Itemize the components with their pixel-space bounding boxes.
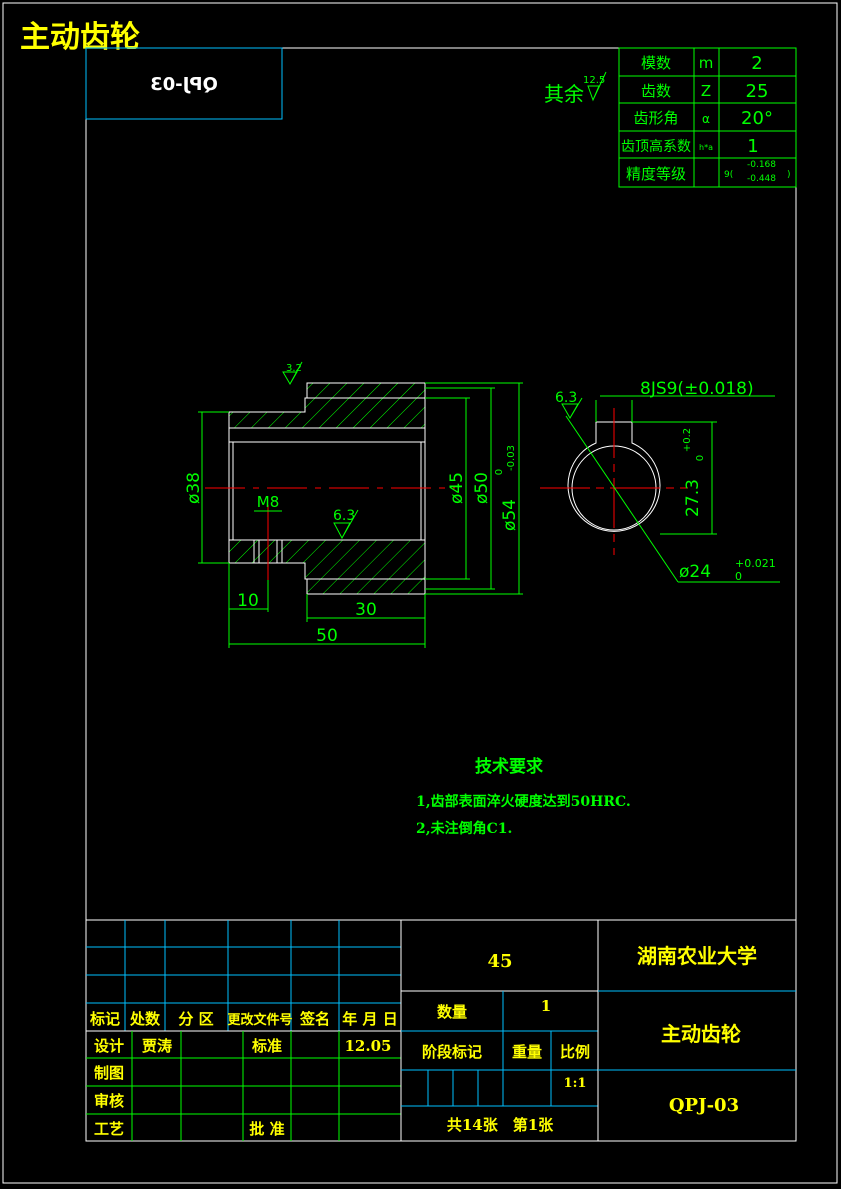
- dim-d50-tol-upper: 0: [494, 469, 505, 475]
- sheet-title: 主动齿轮: [20, 20, 140, 55]
- title-block: 标记 处数 分 区 更改文件号 签名 年 月 日 设计 贾涛 标准 12.05 …: [86, 919, 796, 1141]
- param-value: 1: [747, 136, 758, 157]
- process-label: 工艺: [94, 1120, 124, 1138]
- roughness-note-label: 其余: [544, 82, 584, 106]
- mirrored-code: QPJ-03: [150, 74, 218, 95]
- stage-label: 阶段标记: [422, 1043, 482, 1061]
- drawing-code: QPJ-03: [669, 1095, 739, 1116]
- qty-value: 1: [541, 997, 551, 1015]
- gear-params-table: 模数 m 2 齿数 Z 25 齿形角 α 20° 齿顶高系数 h*a 1 精度等…: [618, 47, 797, 188]
- dim-len50: 50: [316, 626, 338, 646]
- drafter-label: 制图: [94, 1064, 124, 1082]
- param-name: 齿形角: [633, 109, 678, 127]
- roughness-symbol-icon: [561, 397, 583, 420]
- dim-d45: ø45: [447, 472, 467, 504]
- param-tol-tail: ): [787, 170, 791, 180]
- roughness-bore-value: 6.3: [333, 508, 355, 524]
- dim-d54: ø54: [500, 499, 520, 531]
- weight-label: 重量: [512, 1043, 542, 1061]
- roughness-note-value: 12.5: [583, 75, 605, 86]
- rev-header: 更改文件号: [227, 1012, 292, 1028]
- param-name: 齿数: [641, 82, 671, 100]
- bore-tol-lower: 0: [735, 570, 742, 583]
- designer-label: 设计: [94, 1037, 124, 1055]
- tech-req-item: 2,未注倒角C1.: [416, 820, 512, 837]
- dim-len30: 30: [355, 600, 377, 620]
- school-name: 湖南农业大学: [637, 944, 757, 968]
- param-value: 20°: [741, 108, 773, 129]
- dim-thread: M8: [257, 493, 280, 511]
- dim-d50: ø50: [472, 472, 492, 504]
- rev-header: 签名: [299, 1010, 330, 1028]
- param-value: 25: [746, 81, 769, 102]
- dim-len10: 10: [237, 591, 259, 611]
- depth-tol-lower: 0: [695, 455, 706, 461]
- sheet-count: 共14张 第1张: [447, 1116, 554, 1134]
- param-name: 模数: [641, 54, 671, 72]
- param-name: 齿顶高系数: [621, 138, 691, 155]
- bore-dim: ø24: [679, 562, 711, 582]
- depth-tol-upper: +0.2: [682, 428, 693, 452]
- param-tol-upper: -0.168: [747, 160, 776, 170]
- design-date: 12.05: [345, 1037, 392, 1055]
- bore-tol-upper: +0.021: [735, 557, 776, 570]
- end-roughness-value: 6.3: [555, 390, 577, 406]
- param-symbol: Z: [701, 82, 711, 100]
- tech-req-item: 1,齿部表面淬火硬度达到50HRC.: [416, 793, 631, 810]
- approve-label: 批 准: [249, 1120, 284, 1138]
- roughness-symbol-icon: [333, 509, 359, 540]
- rev-header: 分 区: [178, 1010, 213, 1028]
- sheet-inner-border: [85, 47, 797, 1142]
- bore-with-keyway: [567, 421, 661, 532]
- qty-label: 数量: [437, 1003, 467, 1021]
- section-view: ø38 ø45 ø50 0 -0.03 ø54 M8 10 30 50 3.2 …: [184, 361, 523, 648]
- param-name: 精度等级: [626, 165, 686, 183]
- checker-label: 审核: [94, 1092, 124, 1110]
- param-symbol: α: [702, 112, 710, 126]
- param-value: 2: [751, 53, 762, 74]
- roughness-symbol-icon: [282, 361, 303, 385]
- tech-req-heading: 技术要求: [475, 756, 543, 777]
- scale-value: 1:1: [564, 1076, 587, 1091]
- roughness-symbol-icon: [587, 71, 607, 102]
- rev-header: 年 月 日: [342, 1010, 397, 1028]
- dim-d50-tol-lower: -0.03: [506, 445, 517, 471]
- depth-dim: 27.3: [683, 479, 703, 517]
- param-value: 9(: [724, 170, 733, 180]
- designer: 贾涛: [142, 1037, 172, 1055]
- roughness-top-value: 3.2: [286, 363, 302, 374]
- keyway-dim: 8JS9(±0.018): [640, 379, 754, 399]
- rev-header: 处数: [129, 1010, 161, 1028]
- standard-label: 标准: [251, 1037, 282, 1055]
- hatch-lower: [229, 540, 425, 594]
- rev-header: 标记: [89, 1010, 120, 1028]
- material: 45: [487, 951, 512, 972]
- param-symbol: h*a: [699, 143, 713, 152]
- hatch-upper: [229, 383, 425, 428]
- param-symbol: m: [699, 54, 714, 72]
- param-tol-lower: -0.448: [747, 174, 776, 184]
- mirrored-code-box: [85, 47, 283, 120]
- scale-label: 比例: [560, 1043, 590, 1061]
- end-view: 8JS9(±0.018) 27.3 +0.2 0 ø24 +0.021 0 6.…: [540, 379, 780, 583]
- drawing-name: 主动齿轮: [661, 1022, 741, 1046]
- dim-d38: ø38: [184, 472, 204, 504]
